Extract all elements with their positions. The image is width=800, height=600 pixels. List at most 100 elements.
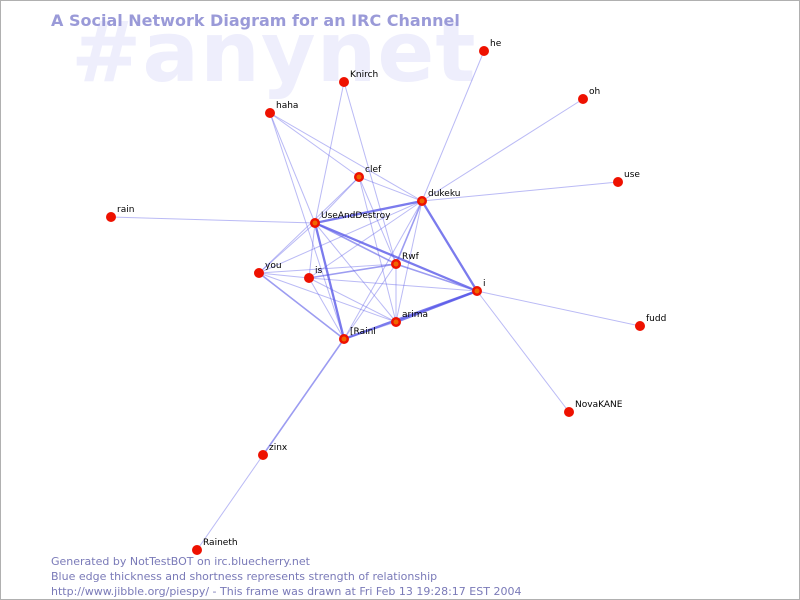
edge-dukeku-is — [308, 200, 423, 279]
edge-dukeku-haha — [269, 112, 423, 202]
node-oh: oh — [578, 87, 600, 104]
node-label-haha: haha — [276, 101, 298, 111]
edge-is-i — [308, 277, 478, 292]
node-activity-i — [474, 288, 480, 294]
edge-haha-Rainl — [269, 112, 345, 340]
node-dot-rain — [106, 212, 116, 222]
node-activity-dukeku — [419, 198, 425, 204]
node-label-fudd: fudd — [646, 314, 666, 324]
edge-i-fudd — [476, 290, 641, 327]
node-Knirch: Knirch — [339, 70, 378, 87]
edge-is-arima — [308, 277, 397, 323]
node-activity-Rainl — [341, 336, 347, 342]
node-dot-Knirch — [339, 77, 349, 87]
node-label-UseAndDestroy: UseAndDestroy — [321, 211, 391, 221]
node-label-Rainl: [Rainl — [350, 327, 376, 337]
node-dot-Raineth — [192, 545, 202, 555]
node-label-you: you — [265, 261, 282, 271]
edge-you-arima — [258, 272, 397, 323]
edge-clef-UseAndDestroy — [314, 176, 360, 224]
edge-UseAndDestroy-Rwf — [314, 222, 397, 265]
node-label-zinx: zinx — [269, 443, 288, 453]
edge-Rwf-Rainl — [343, 263, 397, 340]
edge-zinx-Raineth — [196, 454, 264, 551]
node-arima: arima — [391, 310, 428, 327]
edge-you-Rwf — [258, 263, 397, 274]
node-use: use — [613, 170, 640, 187]
node-Rwf: Rwf — [391, 252, 420, 269]
node-Rainl: [Rainl — [339, 327, 376, 344]
node-rain: rain — [106, 205, 134, 222]
footer-generated-by: Generated by NotTestBOT on irc.bluecherr… — [51, 555, 310, 568]
node-dot-is — [304, 273, 314, 283]
node-dot-you — [254, 268, 264, 278]
node-dukeku: dukeku — [417, 189, 460, 206]
footer-legend-note: Blue edge thickness and shortness repres… — [51, 570, 438, 583]
edge-UseAndDestroy-i — [314, 221, 478, 293]
edge-rain-UseAndDestroy — [110, 216, 316, 224]
edge-i-Rainl — [343, 289, 478, 341]
edge-you-Rainl — [258, 272, 345, 340]
node-label-dukeku: dukeku — [428, 189, 460, 199]
node-clef: clef — [354, 165, 382, 182]
node-label-arima: arima — [402, 310, 428, 320]
footer: Generated by NotTestBOT on irc.bluecherr… — [51, 554, 521, 599]
node-i: i — [472, 279, 486, 296]
edge-dukeku-UseAndDestroy — [314, 199, 423, 225]
node-UseAndDestroy: UseAndDestroy — [310, 211, 391, 228]
edge-Rwf-i — [395, 263, 478, 292]
edge-haha-clef — [269, 112, 360, 178]
edge-Knirch-Rwf — [343, 81, 397, 265]
node-NovaKANE: NovaKANE — [564, 400, 623, 417]
edge-dukeku-he — [421, 50, 485, 202]
edge-i-NovaKANE — [476, 290, 570, 413]
node-dot-fudd — [635, 321, 645, 331]
footer-url-timestamp: http://www.jibble.org/piespy/ - This fra… — [51, 585, 522, 598]
node-haha: haha — [265, 101, 298, 118]
node-label-Raineth: Raineth — [203, 538, 238, 548]
node-dot-zinx — [258, 450, 268, 460]
edges-layer — [110, 50, 641, 551]
node-activity-clef — [356, 174, 362, 180]
edge-dukeku-Rainl — [343, 200, 423, 340]
edge-dukeku-you — [258, 200, 423, 274]
node-label-i: i — [483, 279, 486, 289]
node-dot-use — [613, 177, 623, 187]
node-activity-UseAndDestroy — [312, 220, 318, 226]
node-label-use: use — [624, 170, 640, 180]
node-label-he: he — [490, 39, 502, 49]
edge-UseAndDestroy-you — [258, 222, 316, 274]
node-label-rain: rain — [117, 205, 134, 215]
edge-UseAndDestroy-Rainl — [313, 222, 346, 340]
edge-Knirch-UseAndDestroy — [314, 81, 345, 224]
edge-dukeku-use — [421, 181, 619, 202]
edge-UseAndDestroy-is — [308, 222, 316, 279]
edge-clef-you — [258, 176, 360, 274]
edge-is-Rwf — [308, 263, 397, 279]
node-activity-arima — [393, 319, 399, 325]
node-dot-NovaKANE — [564, 407, 574, 417]
node-label-is: is — [315, 266, 323, 276]
edge-dukeku-i — [421, 200, 478, 292]
edge-Rainl-zinx — [262, 338, 345, 456]
node-dot-oh — [578, 94, 588, 104]
node-he: he — [479, 39, 502, 56]
channel-watermark: #anynet — [71, 3, 477, 101]
node-activity-Rwf — [393, 261, 399, 267]
node-label-Knirch: Knirch — [350, 70, 378, 80]
edge-haha-UseAndDestroy — [269, 112, 316, 224]
node-label-oh: oh — [589, 87, 600, 97]
node-dot-he — [479, 46, 489, 56]
node-Raineth: Raineth — [192, 538, 238, 555]
edge-arima-Rainl — [343, 321, 397, 340]
node-fudd: fudd — [635, 314, 666, 331]
node-you: you — [254, 261, 282, 278]
edge-clef-Rwf — [358, 176, 397, 265]
node-label-NovaKANE: NovaKANE — [575, 400, 623, 410]
edge-you-is — [258, 272, 310, 279]
node-zinx: zinx — [258, 443, 288, 460]
node-label-clef: clef — [365, 165, 382, 175]
